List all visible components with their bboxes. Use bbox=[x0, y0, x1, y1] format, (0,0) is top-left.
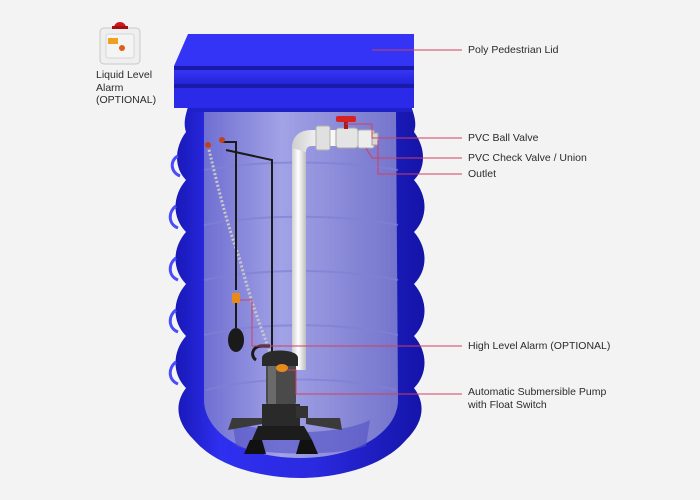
leader-high-level-alarm bbox=[240, 299, 462, 347]
label-pump-line2: with Float Switch bbox=[468, 398, 547, 411]
leader-check-valve bbox=[365, 147, 462, 159]
label-pvc-check-valve: PVC Check Valve / Union bbox=[468, 152, 587, 164]
alarm-caption-line3: (OPTIONAL) bbox=[96, 94, 157, 106]
submersible-pump bbox=[244, 344, 318, 454]
leader-outlet bbox=[377, 140, 462, 175]
pedestrian-lid bbox=[174, 34, 414, 112]
leader-pump bbox=[288, 369, 462, 395]
label-liquid-level-alarm: Liquid Level Alarm (OPTIONAL) bbox=[96, 69, 156, 107]
label-pump-line1: Automatic Submersible Pump bbox=[468, 386, 607, 398]
pump-stand bbox=[228, 418, 342, 430]
label-outlet: Outlet bbox=[468, 168, 497, 180]
alarm-caption-line2: Alarm bbox=[96, 81, 124, 94]
label-poly-pedestrian-lid: Poly Pedestrian Lid bbox=[468, 44, 559, 56]
leader-ball-valve bbox=[346, 123, 462, 139]
high-level-alarm-float bbox=[228, 293, 244, 352]
ball-valve bbox=[335, 116, 359, 149]
leader-lines bbox=[240, 49, 462, 395]
alarm-caption-line1: Liquid Level bbox=[96, 69, 153, 81]
label-high-level-alarm: High Level Alarm (OPTIONAL) bbox=[468, 340, 611, 352]
liquid-level-alarm-unit bbox=[99, 22, 141, 65]
check-valve bbox=[357, 129, 379, 149]
float-cords bbox=[205, 137, 273, 360]
label-pvc-ball-valve: PVC Ball Valve bbox=[468, 132, 539, 144]
label-submersible-pump: Automatic Submersible Pump with Float Sw… bbox=[468, 386, 606, 411]
